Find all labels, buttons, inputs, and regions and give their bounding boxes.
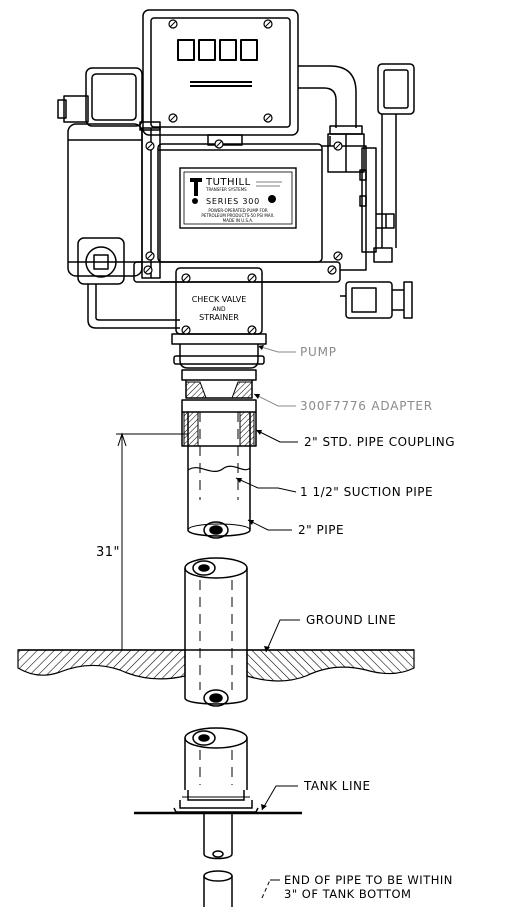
meter-head [142,9,299,146]
pipe-segment-upper [187,412,251,539]
bolt-heads [143,19,343,335]
check-valve-line-3: STRAINER [199,313,239,322]
dimension-31 [116,432,188,650]
bolt-slot [335,253,341,259]
callout-coupling: 2" STD. PIPE COUPLING [304,435,455,449]
check-valve-line-1: CHECK VALVE [192,295,247,304]
adapter-hatching [183,381,255,447]
bolt-slot [183,327,189,333]
meter-digit-window [219,39,237,61]
bolt-slot [147,143,153,149]
ground-soil [17,649,415,682]
bolt-slot [170,21,176,27]
nameplate-line-3: MADE IN U.S.A. [223,218,253,223]
meter-digit-windows [177,39,258,61]
check-valve-strainer [171,267,267,369]
motor-housing [57,67,161,279]
dip-pipe [203,813,233,907]
pipe-segment-middle [184,557,248,707]
bolt-slot [265,115,271,121]
callout-adapter: 300F7776 ADAPTER [300,399,433,413]
bolt-slot [335,143,341,149]
callout-end-of-pipe-2: 3" OF TANK BOTTOM [284,887,411,901]
tuthill-logo-icon [190,178,202,196]
bolt-slot [170,115,176,121]
nameplate-line-2: PETROLEUM PRODUCTS-50 PSI MAX. [201,213,274,218]
pipe-segment-lower [173,727,259,813]
callout-ground-line: GROUND LINE [306,613,396,627]
callout-pipe: 2" PIPE [298,523,344,537]
check-valve-label: CHECK VALVE AND STRAINER [192,295,247,322]
bolt-slot [249,327,255,333]
switch-handle [359,63,415,263]
nameplate-line-1: POWER-OPERATED PUMP FOR [208,208,268,213]
meter-digit-window [240,39,258,61]
callout-arrows [236,345,270,810]
callout-pump: PUMP [300,345,337,359]
bolt-slot [265,21,271,27]
bolt-slot [249,275,255,281]
outlet-elbow [298,65,365,173]
bolt-slot [183,275,189,281]
meter-digit-window [198,39,216,61]
nameplate: TUTHILL TRANSFER SYSTEMS SERIES 300 POWE… [179,167,297,229]
bolt-slot [147,253,153,259]
callout-tank-line: TANK LINE [303,779,371,793]
nameplate-brand: TUTHILL [205,177,251,188]
meter-digit-window [177,39,195,61]
side-box [340,281,413,319]
callout-end-of-pipe-1: END OF PIPE TO BE WITHIN [284,873,453,887]
callout-leaders [235,345,300,899]
dimension-value: 31" [96,545,120,560]
callout-suction-pipe: 1 1/2" SUCTION PIPE [300,485,433,499]
nameplate-sub-brand: TRANSFER SYSTEMS [205,187,247,192]
junction-box [77,237,125,285]
bolt-slot [216,141,222,147]
check-valve-line-2: AND [212,306,226,313]
bolt-slot [329,267,335,273]
nameplate-series: SERIES 300 [206,197,260,206]
bolt-slot [145,267,151,273]
